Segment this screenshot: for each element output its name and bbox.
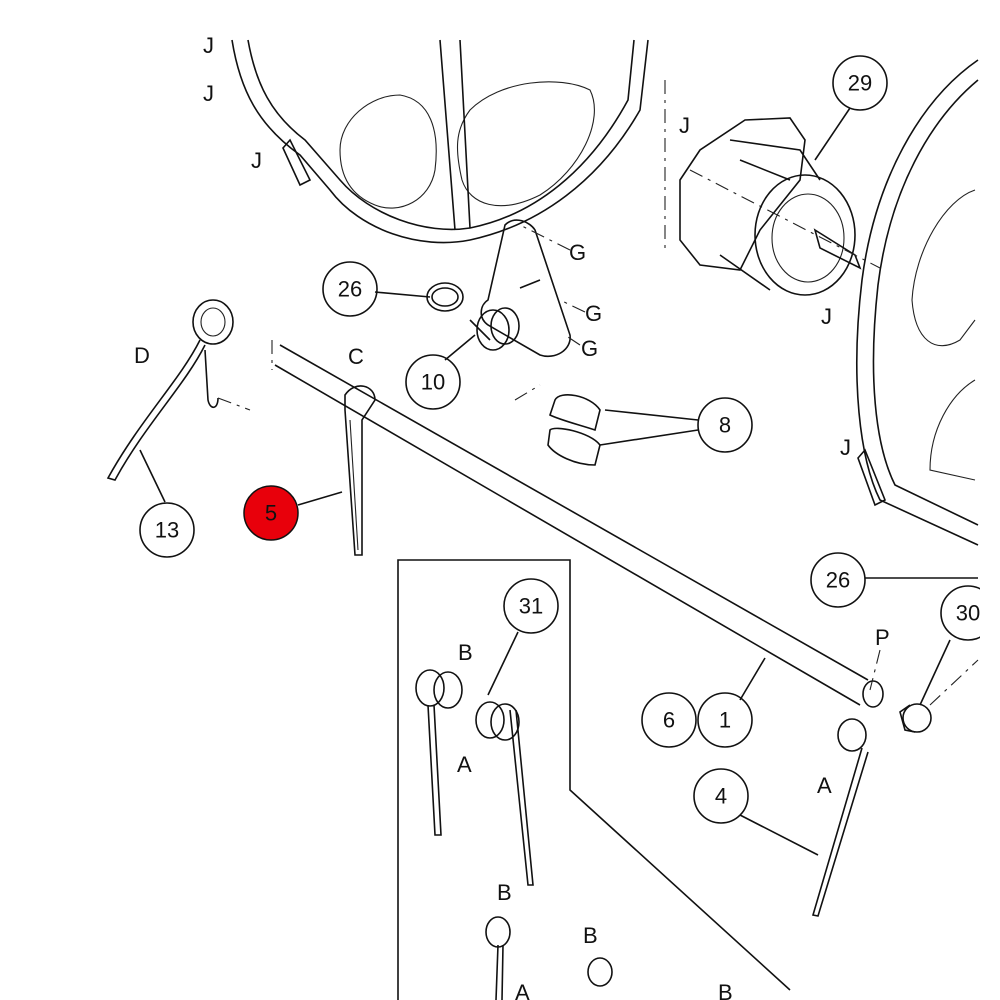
reel-hub — [664, 80, 881, 296]
callout-label: 30 — [956, 601, 980, 626]
reel-spider-right — [856, 59, 979, 546]
callout-label: 10 — [421, 370, 445, 395]
callout-4[interactable]: 4 — [693, 768, 749, 824]
ref-letter-p: P — [875, 625, 890, 650]
crank-plate — [469, 219, 571, 357]
ref-letter-j: J — [679, 113, 690, 138]
ref-letter-j: J — [203, 33, 214, 58]
callout-8[interactable]: 8 — [697, 397, 753, 453]
callout-label: 6 — [663, 708, 675, 733]
detail-inset — [397, 559, 791, 1000]
callout-13[interactable]: 13 — [139, 502, 195, 558]
callout-label: 29 — [848, 71, 872, 96]
callout-label: 26 — [826, 568, 850, 593]
ref-letter-j: J — [821, 304, 832, 329]
tine-5 — [344, 385, 376, 556]
spring-tine-13 — [106, 299, 251, 481]
callout-31[interactable]: 31 — [503, 578, 559, 634]
bushing-26 — [426, 282, 464, 312]
callout-5-highlighted[interactable]: 5 — [243, 485, 299, 541]
callout-label: 13 — [155, 518, 179, 543]
ref-letter-a: A — [515, 980, 530, 1000]
ref-letter-b: B — [497, 880, 512, 905]
ref-letter-d: D — [134, 343, 150, 368]
callout-label: 26 — [338, 277, 362, 302]
end-cap-30 — [899, 659, 979, 733]
callout-26[interactable]: 26 — [322, 261, 378, 317]
callout-label: 1 — [719, 708, 731, 733]
callout-label: 31 — [519, 594, 543, 619]
ref-letter-j: J — [203, 81, 214, 106]
callout-label: 8 — [719, 413, 731, 438]
tine-bar-shaft — [271, 340, 884, 708]
callout-1[interactable]: 1 — [697, 692, 753, 748]
callout-label: 5 — [265, 501, 277, 526]
ref-letter-g: G — [569, 240, 586, 265]
callout-6[interactable]: 6 — [641, 692, 697, 748]
callout-29[interactable]: 29 — [832, 55, 888, 111]
reference-letters: J J J J J J G G G C D P B A A B B B A — [134, 33, 890, 1000]
callout-label: 4 — [715, 784, 727, 809]
ref-letter-a: A — [817, 773, 832, 798]
ref-letter-b: B — [718, 980, 733, 1000]
spring-tine-4 — [811, 649, 881, 917]
ref-letter-g: G — [581, 336, 598, 361]
ref-letter-a: A — [457, 752, 472, 777]
ref-letter-b: B — [583, 923, 598, 948]
bearing-halves — [547, 394, 601, 466]
ref-letter-c: C — [348, 344, 364, 369]
callout-26-right[interactable]: 26 — [810, 552, 866, 608]
reel-spider-top-left — [231, 39, 649, 244]
leader-lines — [139, 107, 978, 856]
ref-letter-g: G — [585, 301, 602, 326]
ref-letter-j: J — [251, 148, 262, 173]
ref-letter-b: B — [458, 640, 473, 665]
ref-letter-j: J — [840, 435, 851, 460]
callout-10[interactable]: 10 — [405, 354, 461, 410]
